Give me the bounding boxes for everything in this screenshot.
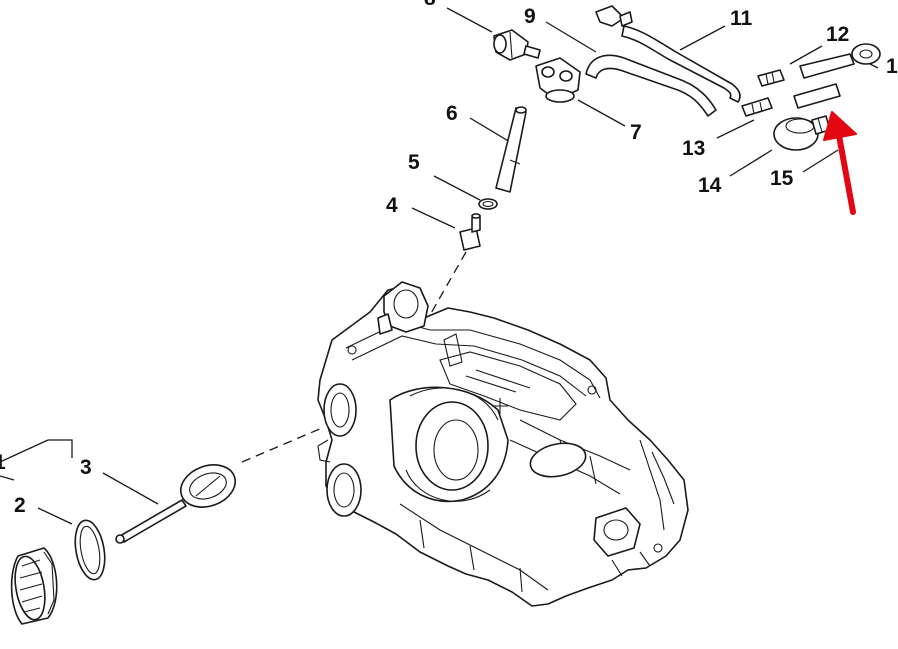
part-11-hose [621,25,741,103]
callout-1-left: 1 [0,452,6,473]
part-elbow-fitting [595,5,633,27]
callout-9: 9 [524,5,536,28]
callout-1-right: 1 [886,55,898,78]
part-13-nipple [741,97,773,117]
part-3-dipstick [115,464,236,544]
part-1-threaded-plug [10,547,58,625]
callout-12: 12 [826,23,850,46]
callout-8: 8 [424,0,436,9]
part-12-nipple [757,69,785,87]
callout-7: 7 [630,121,642,144]
assembly-axes [241,251,467,463]
main-crankcase-housing [317,281,689,607]
highlight-arrow [823,111,857,215]
callout-2: 2 [14,494,26,517]
part-right-hose-lower [793,83,841,109]
callout-13: 13 [682,137,706,160]
part-2-gasket [74,519,106,581]
callout-6: 6 [446,102,458,125]
part-7-grommet [535,57,581,103]
callout-5: 5 [408,151,420,174]
part-6-tube [495,106,527,193]
callout-15: 15 [770,167,794,190]
callout-4: 4 [386,194,398,217]
leader-lines [0,7,879,525]
callout-11: 11 [730,7,753,30]
callout-3: 3 [80,456,92,479]
part-right-hose-upper [799,43,881,79]
part-8-fitting [493,29,541,61]
part-4-nipple [459,213,481,251]
part-9-hose [585,54,717,117]
part-5-o-ring [478,198,498,210]
callout-14: 14 [698,174,722,197]
part-14-primer-bulb [773,115,831,151]
